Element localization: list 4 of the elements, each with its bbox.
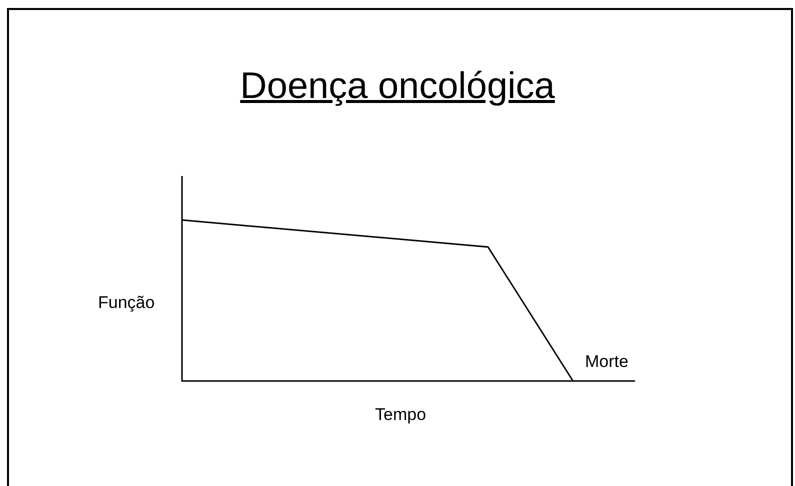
chart-title: Doença oncológica <box>239 65 556 107</box>
x-axis-label: Tempo <box>375 405 426 425</box>
y-axis-label: Função <box>98 293 155 313</box>
end-point-label: Morte <box>585 352 628 372</box>
